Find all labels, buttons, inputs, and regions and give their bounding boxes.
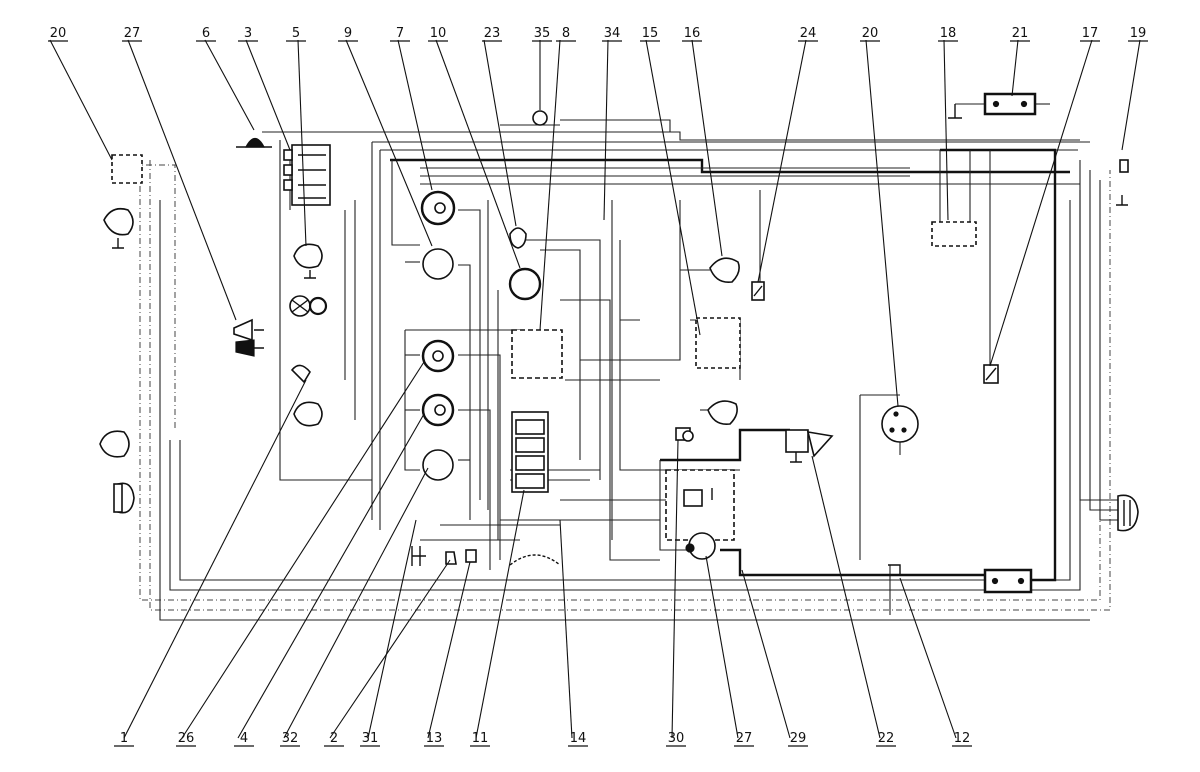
socket-20-icon [881, 405, 919, 443]
callout-top-17: 21 [1012, 26, 1029, 41]
lamp-16-icon [709, 257, 740, 284]
fan-icon [289, 295, 328, 317]
wiring-harness [120, 103, 1120, 621]
siren-22-icon [785, 429, 834, 463]
callout-bottom-9: 30 [668, 731, 685, 746]
gauge-1-icon [420, 190, 456, 226]
callout-bottom-4: 2 [330, 731, 338, 746]
callout-top-19: 19 [1130, 26, 1147, 41]
lamp-right-center-icon [707, 400, 738, 426]
callouts-bottom: 1 26 4 32 2 31 13 11 14 30 27 29 22 12 [114, 731, 972, 747]
callout-top-3: 3 [244, 26, 252, 41]
callout-bottom-6: 13 [426, 731, 443, 746]
regulator-box-icon [665, 469, 735, 541]
callout-top-6: 7 [396, 26, 404, 41]
callout-top-5: 9 [344, 26, 352, 41]
ground-12-icon [888, 564, 907, 576]
callout-bottom-5: 31 [362, 731, 379, 746]
callout-bottom-8: 14 [570, 731, 587, 746]
callout-top-12: 15 [642, 26, 659, 41]
sensor-24-icon [751, 281, 765, 301]
callout-top-7: 10 [430, 26, 447, 41]
central-block-icon [511, 329, 563, 493]
gauge-2-icon [422, 248, 454, 280]
callout-top-1: 27 [124, 26, 141, 41]
callout-bottom-11: 29 [790, 731, 807, 746]
indicator-bulb-icon [509, 227, 527, 249]
dial-11-icon [509, 554, 561, 566]
components [99, 92, 1139, 594]
battery-21-icon [948, 92, 1037, 119]
callout-bottom-10: 27 [736, 731, 753, 746]
callout-bottom-1: 26 [178, 731, 195, 746]
gauge-10-icon [508, 267, 542, 301]
callout-top-11: 34 [604, 26, 621, 41]
rear-lamp-right-icon [1117, 494, 1139, 532]
callout-bottom-12: 22 [878, 731, 895, 746]
switch-32-icon [411, 546, 426, 566]
ground-lamp-icon [236, 137, 272, 148]
side-lamp-left-1-icon [293, 243, 323, 279]
leader-lines [49, 39, 1141, 739]
callout-bottom-7: 11 [472, 731, 489, 746]
sensor-17-icon [983, 364, 999, 384]
relay-15-icon [695, 317, 741, 369]
callout-bottom-0: 1 [120, 731, 128, 746]
callout-top-2: 6 [202, 26, 210, 41]
callout-top-10: 8 [562, 26, 570, 41]
connector-13-icon [465, 549, 477, 563]
gauge-5-icon [422, 449, 454, 481]
relay-18-icon [931, 221, 977, 247]
callout-top-9: 35 [534, 26, 551, 41]
generator-icon [685, 532, 716, 560]
callout-top-4: 5 [292, 26, 300, 41]
callout-top-18: 17 [1082, 26, 1099, 41]
callout-top-16: 18 [940, 26, 957, 41]
connector-19-icon [1116, 159, 1129, 206]
callout-top-15: 20 [862, 26, 879, 41]
switch-30-icon [675, 427, 694, 442]
side-lamp-left-2-icon [293, 401, 323, 427]
gauge-3-icon [421, 339, 455, 373]
callout-top-0: 20 [50, 26, 67, 41]
gauge-4-icon [421, 393, 455, 427]
front-lamp-left-lower-icon [99, 430, 135, 514]
battery-lower-icon [983, 568, 1033, 594]
callout-bottom-2: 4 [240, 731, 248, 746]
horn-icon [233, 318, 264, 357]
relay-bank-icon [283, 144, 331, 206]
callout-bottom-3: 32 [282, 731, 299, 746]
callout-top-8: 23 [484, 26, 501, 41]
callout-bottom-13: 12 [954, 731, 971, 746]
switch-2-icon [445, 551, 457, 565]
switch-left-icon [290, 364, 311, 384]
callout-top-13: 16 [684, 26, 701, 41]
buzzer-icon [532, 110, 548, 126]
callout-top-14: 24 [800, 26, 817, 41]
front-lamp-left-upper-icon [103, 154, 143, 249]
